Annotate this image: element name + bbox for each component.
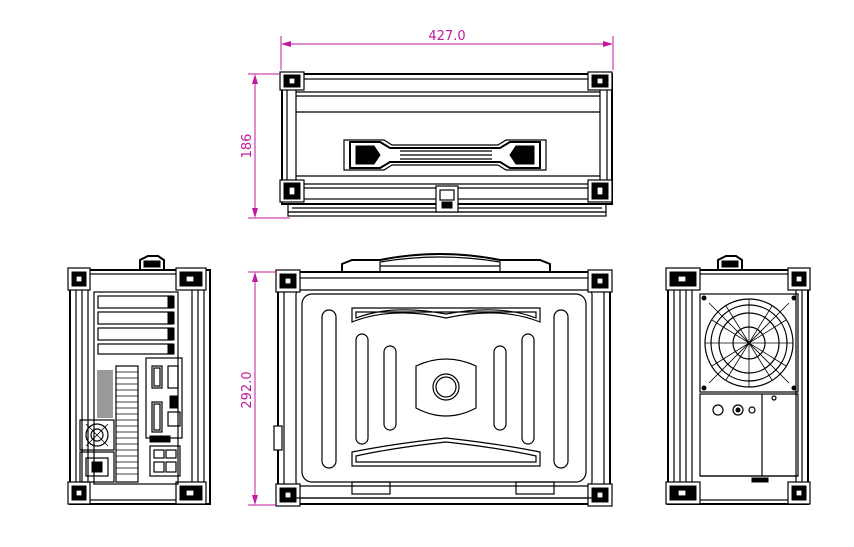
dimension-depth-label: 292.0 xyxy=(240,371,255,408)
carry-handle xyxy=(343,139,547,171)
latch xyxy=(435,185,459,213)
dimension-height-label: 186 xyxy=(240,134,255,159)
control-panel xyxy=(712,395,777,416)
lid-emboss-pattern xyxy=(321,307,569,469)
dimension-height: 186 xyxy=(240,73,290,219)
psu-fan xyxy=(79,419,115,451)
top-view xyxy=(279,71,613,217)
corner-protector xyxy=(587,71,613,91)
left-side-view xyxy=(67,255,211,505)
corner-protector xyxy=(587,179,613,203)
dimension-width: 427.0 xyxy=(280,29,614,70)
io-ports xyxy=(145,357,183,477)
dimension-width-label: 427.0 xyxy=(428,29,465,44)
corner-protector xyxy=(279,179,305,203)
power-inlet xyxy=(79,451,115,483)
vent-grille xyxy=(97,365,139,483)
cooling-fan xyxy=(699,293,799,393)
lid-view xyxy=(273,253,613,507)
right-side-view xyxy=(665,255,811,505)
dimension-depth: 292.0 xyxy=(240,271,276,506)
expansion-slots xyxy=(97,295,175,355)
corner-protector xyxy=(279,71,305,91)
